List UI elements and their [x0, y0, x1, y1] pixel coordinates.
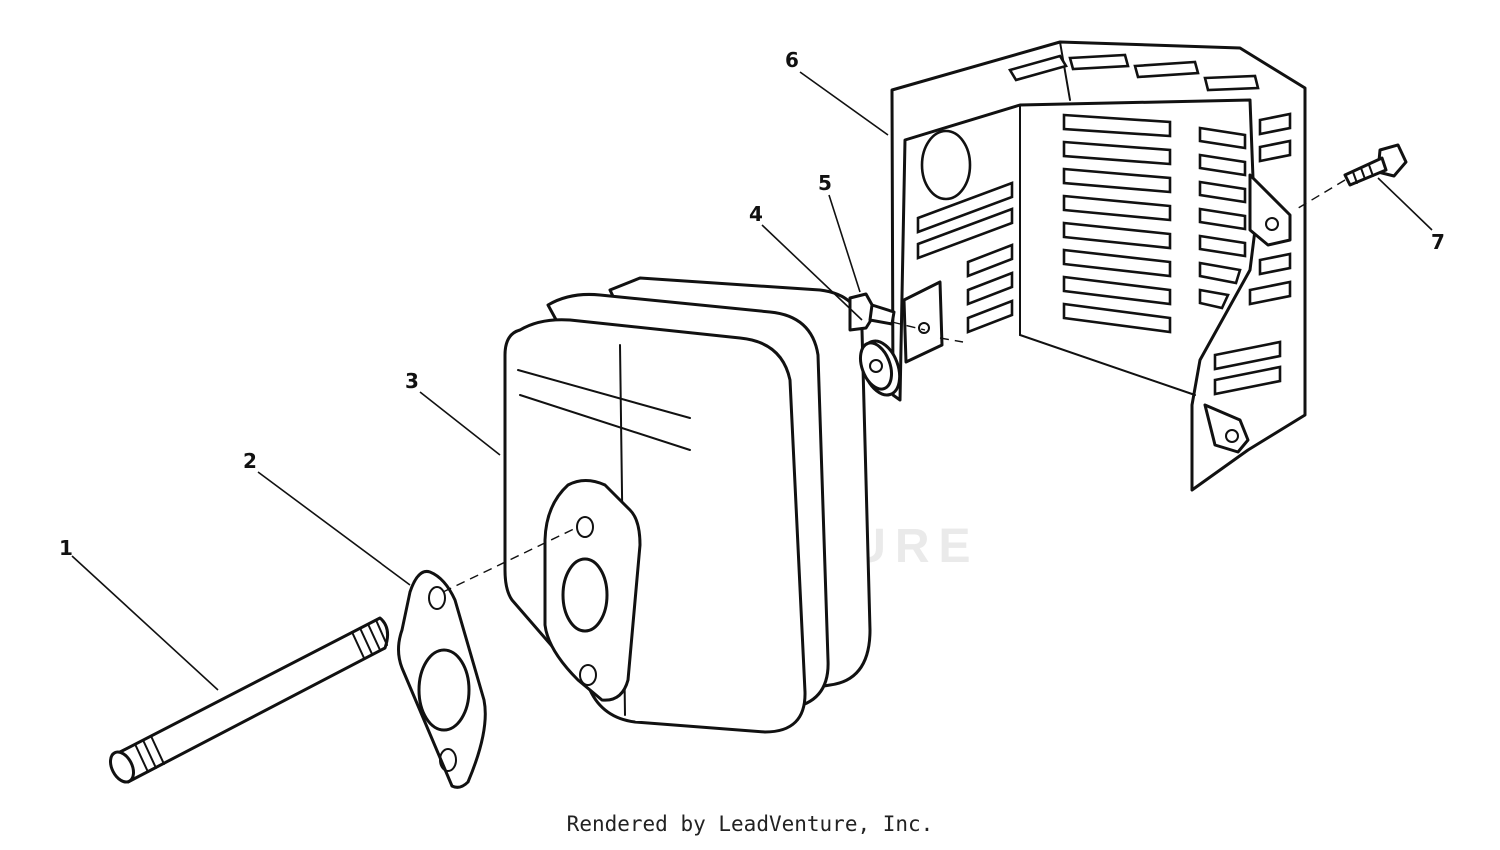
callout-6: 6: [785, 48, 799, 72]
part-7-bolt: [1343, 143, 1408, 187]
leader-lines: [71, 71, 1433, 691]
assembly-lines: [442, 179, 1346, 593]
callout-1: 1: [59, 536, 73, 560]
part-4-spacer: [858, 339, 902, 397]
credit-text: Rendered by LeadVenture, Inc.: [566, 812, 934, 836]
callout-3: 3: [405, 369, 419, 393]
part-1-stud: [109, 616, 390, 784]
part-2-gasket: [397, 569, 487, 789]
callouts: 1 2 3 4 5 6 7: [59, 48, 1445, 560]
callout-2: 2: [243, 449, 257, 473]
callout-5: 5: [818, 171, 832, 195]
callout-7: 7: [1431, 230, 1445, 254]
callout-4: 4: [749, 202, 763, 226]
part-3-muffler: [503, 276, 872, 734]
part-5-bolt: [848, 292, 896, 332]
part-6-heat-shield: [890, 40, 1307, 492]
